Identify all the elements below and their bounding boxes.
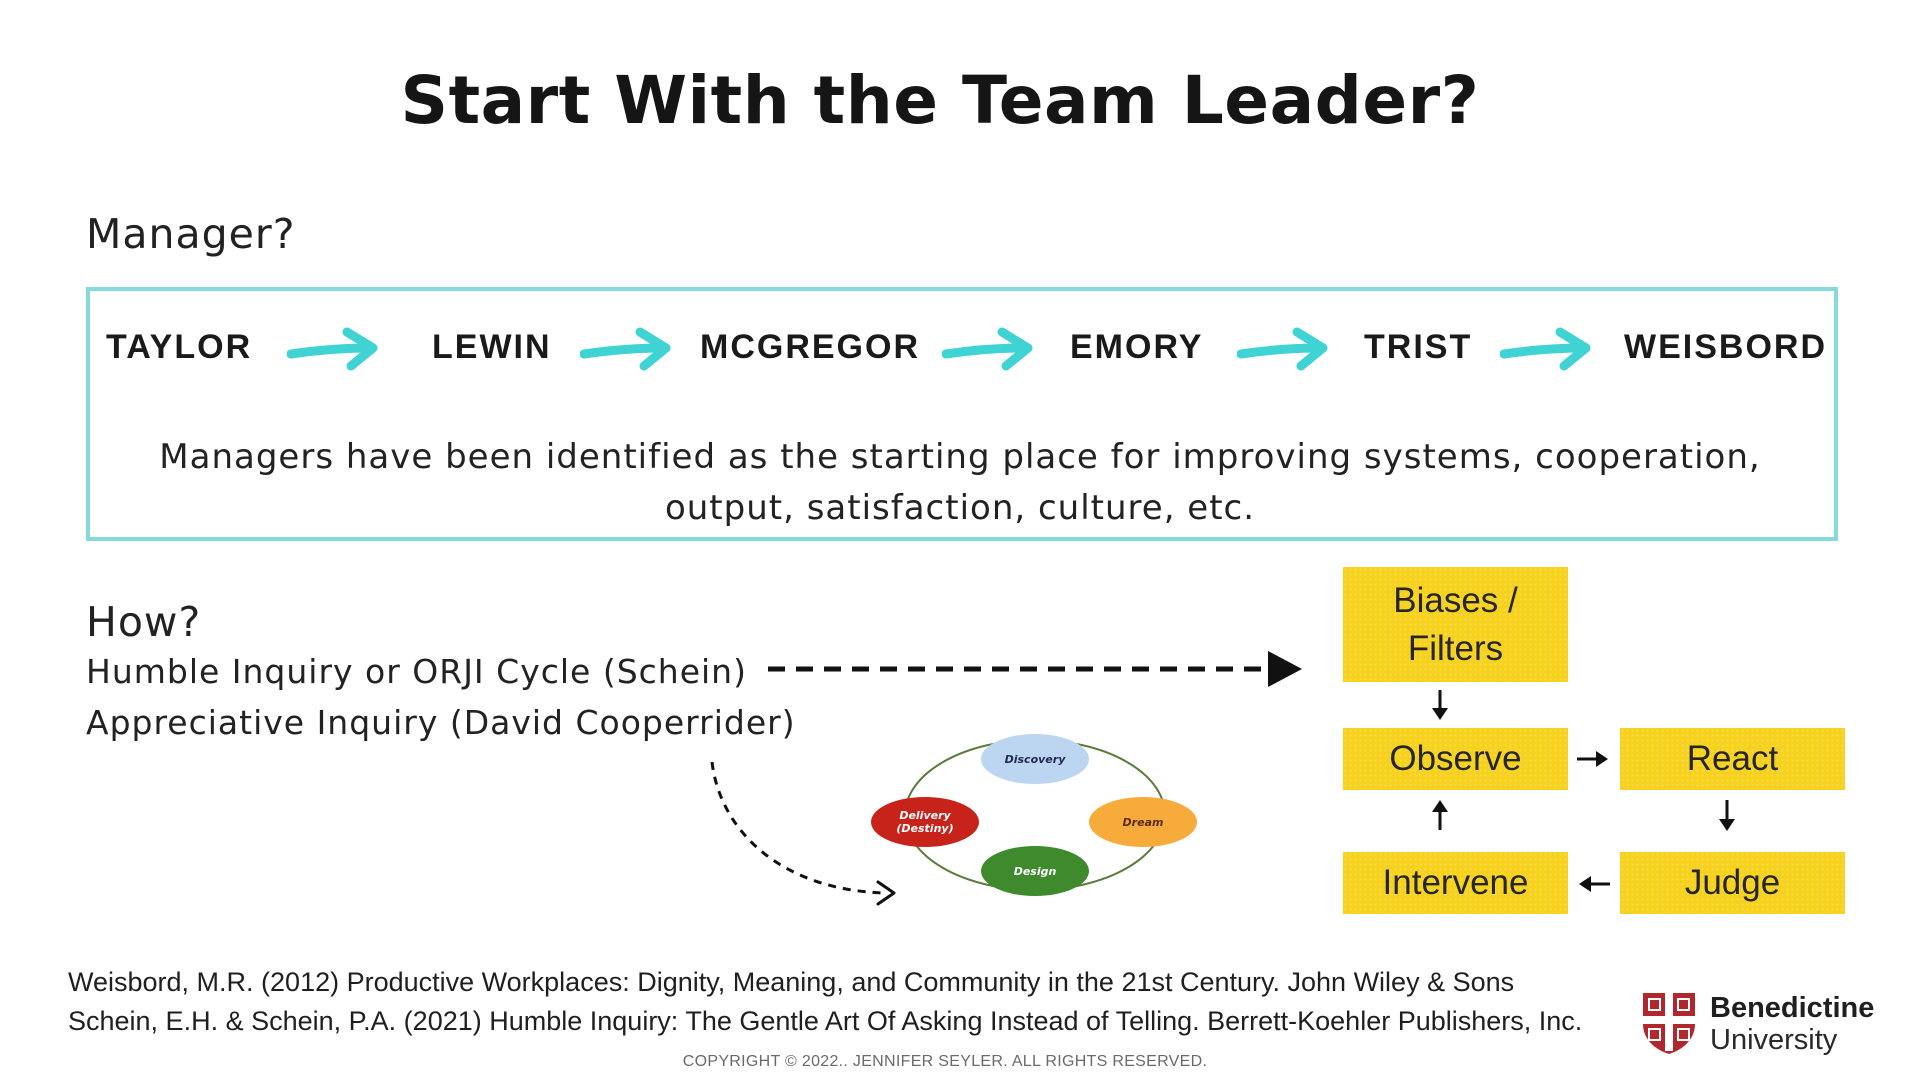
arrow-right-icon: [1237, 327, 1328, 371]
citation-schein: Schein, E.H. & Schein, P.A. (2021) Humbl…: [68, 1006, 1583, 1036]
arrow-left-icon: [1579, 876, 1610, 892]
timeline-name-emory: EMORY: [1070, 328, 1204, 366]
how-heading: How?: [86, 598, 202, 646]
arrow-right-icon: [287, 327, 378, 371]
page-title: Start With the Team Leader?: [400, 62, 1480, 139]
manager-heading: Manager?: [86, 210, 296, 258]
intervene-label: Intervene: [1382, 863, 1529, 902]
delivery-ellipse: [871, 797, 979, 847]
discovery-label: Discovery: [1005, 753, 1067, 766]
timeline-name-taylor: TAYLOR: [106, 328, 253, 366]
dream-ellipse: [1089, 797, 1197, 847]
arrow-down-icon: [1432, 690, 1448, 720]
judge-box: Judge: [1620, 852, 1845, 914]
method-appreciative-inquiry: Appreciative Inquiry (David Cooperrider): [86, 703, 796, 742]
logo-name-line2: University: [1710, 1024, 1838, 1056]
discovery-ellipse: [981, 734, 1089, 784]
arrow-up-icon: [1432, 800, 1448, 830]
copyright-notice: COPYRIGHT © 2022.. JENNIFER SEYLER. ALL …: [682, 1053, 1208, 1070]
timeline-name-lewin: LEWIN: [432, 328, 552, 366]
delivery-sublabel: (Destiny): [896, 822, 953, 835]
timeline-name-trist: TRIST: [1364, 328, 1473, 366]
timeline-name-weisbord: WEISBORD: [1624, 328, 1827, 366]
ai-cycle-diagram: Discovery Dream Design Delivery (Destiny…: [871, 734, 1197, 896]
intervene-box: Intervene: [1343, 852, 1568, 914]
observe-box: Observe: [1343, 728, 1568, 790]
arrow-right-icon: [1577, 751, 1608, 767]
timeline-name-mcgregor: MCGREGOR: [700, 328, 920, 366]
logo-name-line1: Benedictine: [1710, 992, 1875, 1024]
observe-label: Observe: [1389, 739, 1522, 778]
dream-label: Dream: [1123, 816, 1164, 829]
design-ellipse: [981, 846, 1089, 896]
timeline-box: [86, 287, 1838, 541]
design-label: Design: [1014, 865, 1057, 878]
university-shield-logo: [1643, 993, 1695, 1054]
method-humble-inquiry: Humble Inquiry or ORJI Cycle (Schein): [86, 652, 747, 691]
arrow-right-icon: [580, 327, 671, 371]
dashed-arrow-to-orji: [768, 651, 1302, 687]
judge-label: Judge: [1684, 863, 1781, 902]
dashed-arrow-to-ai-cycle: [710, 761, 896, 906]
biases-filters-box: Biases / Filters: [1343, 567, 1568, 682]
delivery-label: Delivery: [899, 809, 951, 822]
react-box: React: [1620, 728, 1845, 790]
timeline-description: Managers have been identified as the sta…: [159, 437, 1761, 528]
arrow-right-icon: [942, 327, 1033, 371]
arrow-down-icon: [1719, 800, 1735, 831]
arrow-right-icon: [1500, 327, 1591, 371]
biases-filters-label: Biases / Filters: [1393, 580, 1518, 668]
react-label: React: [1686, 739, 1779, 778]
citation-weisbord: Weisbord, M.R. (2012) Productive Workpla…: [68, 967, 1515, 997]
